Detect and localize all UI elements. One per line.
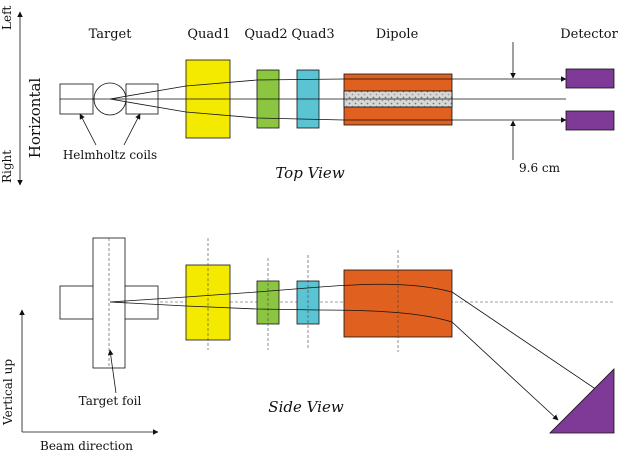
horizontal-label: Horizontal — [26, 78, 44, 159]
quad2-side — [256, 280, 280, 325]
detector-label: Detector — [560, 27, 618, 42]
helmholtz-label: Helmholtz coils — [63, 148, 157, 162]
beam-direction-label: Beam direction — [40, 439, 133, 453]
top-trajectory-right — [109, 98, 567, 123]
helmholtz-pointer-right — [123, 113, 141, 146]
dipole-label: Dipole — [376, 27, 419, 42]
side-trajectory-upper — [109, 283, 601, 393]
detector-left — [565, 68, 615, 89]
vertical-up-label: Vertical up — [1, 359, 15, 426]
top-view-title: Top View — [275, 164, 344, 182]
helmholtz-pointer-left — [79, 113, 97, 146]
quad3-label: Quad3 — [291, 27, 334, 42]
right-label: Right — [0, 150, 14, 183]
target-label: Target — [89, 27, 133, 42]
quad1-label: Quad1 — [187, 27, 230, 42]
side-view-title: Side View — [268, 398, 344, 416]
quad2-label: Quad2 — [244, 27, 287, 42]
top-view: Left Right Horizontal Target Quad1 Quad2… — [0, 5, 619, 186]
quad1-side — [185, 264, 231, 341]
detector-side — [549, 368, 615, 434]
side-trajectory-lower — [109, 301, 559, 421]
target-foil-label: Target foil — [79, 394, 142, 408]
target-foil-pointer — [107, 349, 117, 394]
side-view: Target foil Side View Vertical up Beam d… — [1, 237, 615, 453]
gap-label: 9.6 cm — [519, 161, 561, 175]
left-label: Left — [0, 5, 14, 30]
top-trajectory-left — [109, 76, 567, 100]
detector-right — [565, 110, 615, 131]
